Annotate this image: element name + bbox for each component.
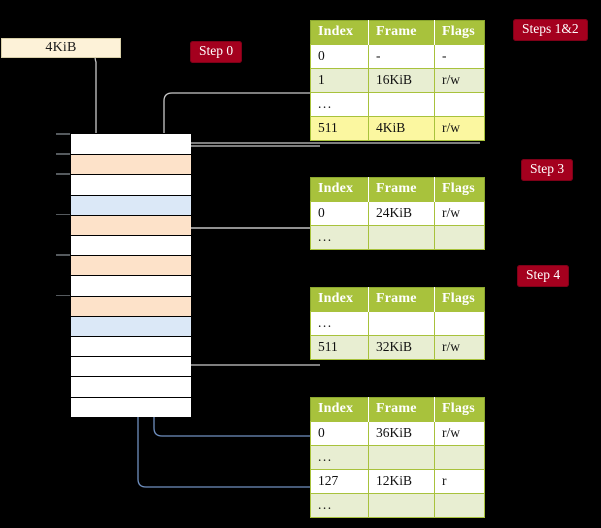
- badge-step-0: Step 0: [190, 41, 243, 63]
- column-header-index: Index: [310, 177, 369, 202]
- column-header-flags: Flags: [434, 397, 485, 422]
- physical-memory-column: [70, 133, 191, 417]
- cell-flags: [434, 225, 485, 250]
- cell-index: 0: [310, 201, 369, 226]
- memory-row-8-pt: [71, 295, 191, 316]
- table-row: ...: [310, 92, 485, 117]
- memory-row-10-empty: [71, 336, 191, 357]
- cell-frame: -: [368, 44, 435, 69]
- cell-flags: r/w: [434, 335, 485, 360]
- table-row: 0--: [310, 44, 485, 69]
- table-row: ...: [310, 311, 485, 336]
- memory-row-11-empty: [71, 356, 191, 377]
- frame-box-4kib: 4KiB: [1, 38, 121, 58]
- badge-step-3: Step 3: [521, 159, 574, 181]
- memory-row-0-empty: [71, 134, 191, 155]
- memory-row-3-data: [71, 194, 191, 215]
- cell-flags: [434, 493, 485, 518]
- cell-frame: [368, 445, 435, 470]
- cell-flags: [434, 445, 485, 470]
- memory-row-6-pt: [71, 255, 191, 276]
- memory-row-5-empty: [71, 235, 191, 256]
- cell-frame: [368, 225, 435, 250]
- table-row: ...: [310, 445, 485, 470]
- cell-index: ...: [310, 445, 369, 470]
- cell-frame: [368, 493, 435, 518]
- table-row: ...: [310, 225, 485, 250]
- memory-row-tick-8: [56, 294, 70, 297]
- column-header-index: Index: [310, 20, 369, 45]
- memory-row-2-empty: [71, 174, 191, 195]
- cell-index: ...: [310, 311, 369, 336]
- memory-row-tick-6: [56, 254, 70, 256]
- cell-flags: r/w: [434, 116, 485, 141]
- column-header-flags: Flags: [434, 287, 485, 312]
- memory-row-tick-0: [56, 133, 70, 135]
- cell-flags: r/w: [434, 201, 485, 226]
- cell-index: 0: [310, 421, 369, 446]
- cell-index: 0: [310, 44, 369, 69]
- cell-frame: 12KiB: [368, 469, 435, 494]
- column-header-frame: Frame: [368, 177, 435, 202]
- cell-index: 511: [310, 116, 369, 141]
- column-header-frame: Frame: [368, 20, 435, 45]
- memory-row-9-data: [71, 315, 191, 336]
- memory-row-tick-2: [56, 173, 70, 175]
- column-header-frame: Frame: [368, 287, 435, 312]
- cell-index: ...: [310, 225, 369, 250]
- memory-row-1-pt: [71, 154, 191, 175]
- memory-row-7-empty: [71, 275, 191, 296]
- cell-flags: r: [434, 469, 485, 494]
- column-header-index: Index: [310, 397, 369, 422]
- column-header-flags: Flags: [434, 20, 485, 45]
- cell-index: ...: [310, 493, 369, 518]
- badge-step-4: Step 4: [517, 265, 570, 287]
- memory-row-4-pt: [71, 214, 191, 235]
- cell-frame: [368, 92, 435, 117]
- cell-index: ...: [310, 92, 369, 117]
- badge-steps-1-and-2: Steps 1&2: [513, 19, 588, 41]
- cell-index: 511: [310, 335, 369, 360]
- cell-flags: r/w: [434, 421, 485, 446]
- cell-frame: 32KiB: [368, 335, 435, 360]
- cell-frame: 36KiB: [368, 421, 435, 446]
- table-row: ...: [310, 493, 485, 518]
- cell-frame: 16KiB: [368, 68, 435, 93]
- frame-box-label: 4KiB: [45, 40, 77, 55]
- cell-frame: 4KiB: [368, 116, 435, 141]
- column-header-index: Index: [310, 287, 369, 312]
- cell-index: 1: [310, 68, 369, 93]
- memory-row-tick-4: [56, 213, 70, 216]
- cell-frame: [368, 311, 435, 336]
- cell-flags: -: [434, 44, 485, 69]
- cell-flags: r/w: [434, 68, 485, 93]
- cell-frame: 24KiB: [368, 201, 435, 226]
- memory-row-13-empty: [71, 396, 191, 417]
- column-header-flags: Flags: [434, 177, 485, 202]
- column-header-frame: Frame: [368, 397, 435, 422]
- cell-flags: [434, 311, 485, 336]
- cell-flags: [434, 92, 485, 117]
- cell-index: 127: [310, 469, 369, 494]
- memory-row-12-empty: [71, 376, 191, 397]
- memory-row-tick-1: [56, 153, 70, 155]
